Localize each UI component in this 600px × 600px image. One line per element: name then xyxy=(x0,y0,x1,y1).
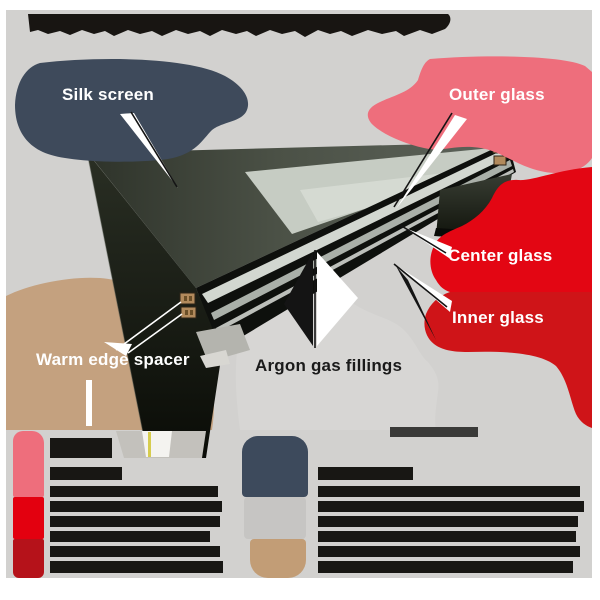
legend-swatch-warm-edge xyxy=(250,539,306,578)
pointer-annotations xyxy=(86,111,467,426)
silk-screen-pointer-wedge xyxy=(120,113,178,188)
center-glass-blob xyxy=(430,167,592,292)
warm-edge-pointer-line-2 xyxy=(127,313,183,354)
glass-edge-strip-1 xyxy=(202,149,508,303)
outer-glass-pointer-line xyxy=(393,112,453,208)
argon-blob xyxy=(235,252,439,430)
argon-pointer-white-wedge xyxy=(317,252,358,346)
glass-edge-strip-2 xyxy=(211,160,512,320)
inner-glass-blob xyxy=(424,292,592,428)
warm-edge-spacer-block-left-2 xyxy=(180,306,197,319)
legend-swatch-inner-glass xyxy=(13,539,44,578)
warm-edge-spacer-block-right-2 xyxy=(493,155,507,166)
aluminum-profile-bright xyxy=(200,350,230,368)
clipped-title-banner xyxy=(28,14,451,37)
warm-edge-pointer-line-1 xyxy=(115,301,182,351)
argon-pointer-black-wedge xyxy=(284,252,313,346)
outer-glass-pointer-wedge xyxy=(396,115,467,209)
inner-glass-label: Inner glass xyxy=(452,308,544,327)
inner-glass-pointer-line xyxy=(393,263,448,308)
warm-edge-spacer-block-left-1 xyxy=(179,292,196,305)
argon-gas-fillings-label: Argon gas fillings xyxy=(255,356,403,375)
left-end-cap xyxy=(87,152,222,458)
aluminum-profile xyxy=(196,324,250,362)
legend-swatch-silk-screen xyxy=(242,436,308,497)
silk-screen-pointer-line xyxy=(130,111,178,188)
seal-yellow-line xyxy=(148,432,151,457)
center-glass-pointer-line xyxy=(399,224,447,254)
warm-edge-tail-line xyxy=(86,380,92,426)
silk-screen-label: Silk screen xyxy=(62,85,154,104)
outer-glass-label: Outer glass xyxy=(449,85,545,104)
legend-swatch-outer-glass xyxy=(13,431,44,497)
left-end-cap-highlight xyxy=(86,151,149,459)
silk-screen-blob xyxy=(15,59,249,162)
glazing-unit-photo xyxy=(86,142,516,459)
legend-swatch-argon xyxy=(244,497,306,539)
warm-edge-spacer-label: Warm edge spacer xyxy=(36,350,190,369)
outer-glass-blob xyxy=(367,56,592,174)
base-sliver-white xyxy=(142,431,172,457)
legend-swatch-center-glass xyxy=(13,497,44,539)
center-glass-label: Center glass xyxy=(448,246,553,265)
inner-glass-pointer-black-wedge xyxy=(396,266,436,340)
